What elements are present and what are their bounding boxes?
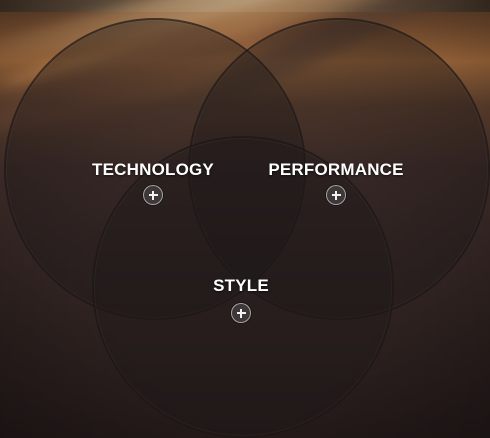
- venn-circle-style: [92, 136, 394, 438]
- style-label: STYLE: [213, 276, 269, 295]
- performance-expand-button[interactable]: [326, 185, 346, 205]
- performance-label: PERFORMANCE: [268, 160, 404, 179]
- style-expand-button[interactable]: [231, 303, 251, 323]
- technology-label: TECHNOLOGY: [92, 160, 214, 179]
- technology-expand-button[interactable]: [143, 185, 163, 205]
